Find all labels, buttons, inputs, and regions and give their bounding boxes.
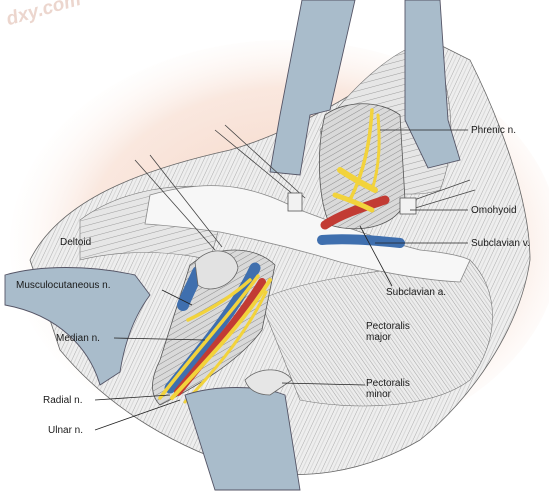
median-nerve <box>170 278 272 400</box>
label-pectoralis-minor-line-1: Pectoralis <box>366 378 410 389</box>
label-deltoid: Deltoid <box>60 237 92 248</box>
subclavian-vein <box>317 234 405 248</box>
label-pectoralis-major-line-2: major <box>366 332 392 343</box>
retractor-upper-right <box>404 0 461 169</box>
phrenic-nerve <box>348 108 374 202</box>
retractor-upper-left <box>269 0 356 176</box>
suture-3 <box>214 129 301 201</box>
label-pectoralis-major: Pectoralis major <box>366 321 410 343</box>
label-phrenic-nerve: Phrenic n. <box>471 125 517 136</box>
suture-2 <box>149 154 223 248</box>
leader-musculocutaneous <box>161 289 193 306</box>
suture-1 <box>134 159 216 251</box>
omohyoid-clip-right <box>399 197 417 215</box>
label-pectoralis-minor: Pectoralis minor <box>366 378 410 400</box>
omohyoid-clip-left <box>287 192 303 212</box>
label-pectoralis-major-line-1: Pectoralis <box>366 321 410 332</box>
label-pectoralis-minor-line-2: minor <box>366 389 392 400</box>
label-subclavian-artery: Subclavian a. <box>386 287 447 298</box>
leader-ulnar <box>94 399 181 431</box>
leader-pectoralis-minor <box>281 382 366 386</box>
leader-subclavian-a <box>359 225 393 287</box>
label-median-nerve: Median n. <box>56 333 100 344</box>
leader-radial <box>94 394 171 401</box>
ulnar-nerve <box>183 290 268 404</box>
label-subclavian-vein: Subclavian v. <box>471 238 530 249</box>
pectoralis-minor-tendon <box>244 369 293 396</box>
retractor-left <box>4 267 151 386</box>
label-radial-nerve: Radial n. <box>43 395 83 406</box>
plexus-trunk-upper <box>370 113 381 192</box>
plexus-trunk-lower <box>332 192 375 213</box>
suture-4 <box>224 124 306 199</box>
musculocutaneous-nerve <box>186 278 252 322</box>
pectoralis-major-muscle <box>259 259 493 407</box>
coracoid-process <box>194 250 239 290</box>
retractor-bottom <box>184 387 301 491</box>
label-musculocutaneous-nerve: Musculocutaneous n. <box>16 280 111 291</box>
leader-median <box>113 337 206 341</box>
subclavian-artery <box>320 195 390 230</box>
plexus-trunk-middle <box>337 167 378 193</box>
label-omohyoid: Omohyoid <box>471 205 517 216</box>
radial-nerve <box>158 274 260 400</box>
label-ulnar-nerve: Ulnar n. <box>48 425 84 436</box>
